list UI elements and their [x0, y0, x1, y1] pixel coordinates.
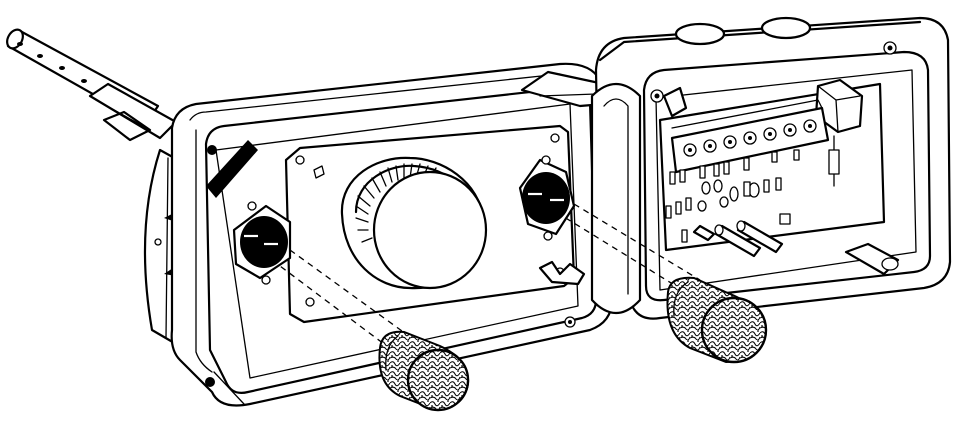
- terminal-block: [670, 99, 830, 174]
- filter-plug-right: [666, 276, 768, 364]
- o-ring-port-left: [232, 201, 292, 285]
- circuit-board-compartment: [594, 16, 952, 320]
- potentiometer: [779, 213, 791, 225]
- board-components: [665, 135, 840, 258]
- conduit-knockout-2: [760, 16, 812, 40]
- filter-plug-left: [378, 330, 470, 412]
- mounting-flange: [143, 148, 180, 346]
- corner-bracket: [206, 140, 258, 198]
- o-ring-port-right: [518, 155, 576, 241]
- conduit-knockout-1: [674, 22, 726, 46]
- sampling-tube: [6, 28, 178, 142]
- terminal-screws: [683, 119, 817, 157]
- sensor-chamber: [340, 156, 488, 290]
- hinge-joint: [590, 82, 642, 315]
- leader-lines: [271, 203, 701, 351]
- latch-clip: [538, 260, 586, 286]
